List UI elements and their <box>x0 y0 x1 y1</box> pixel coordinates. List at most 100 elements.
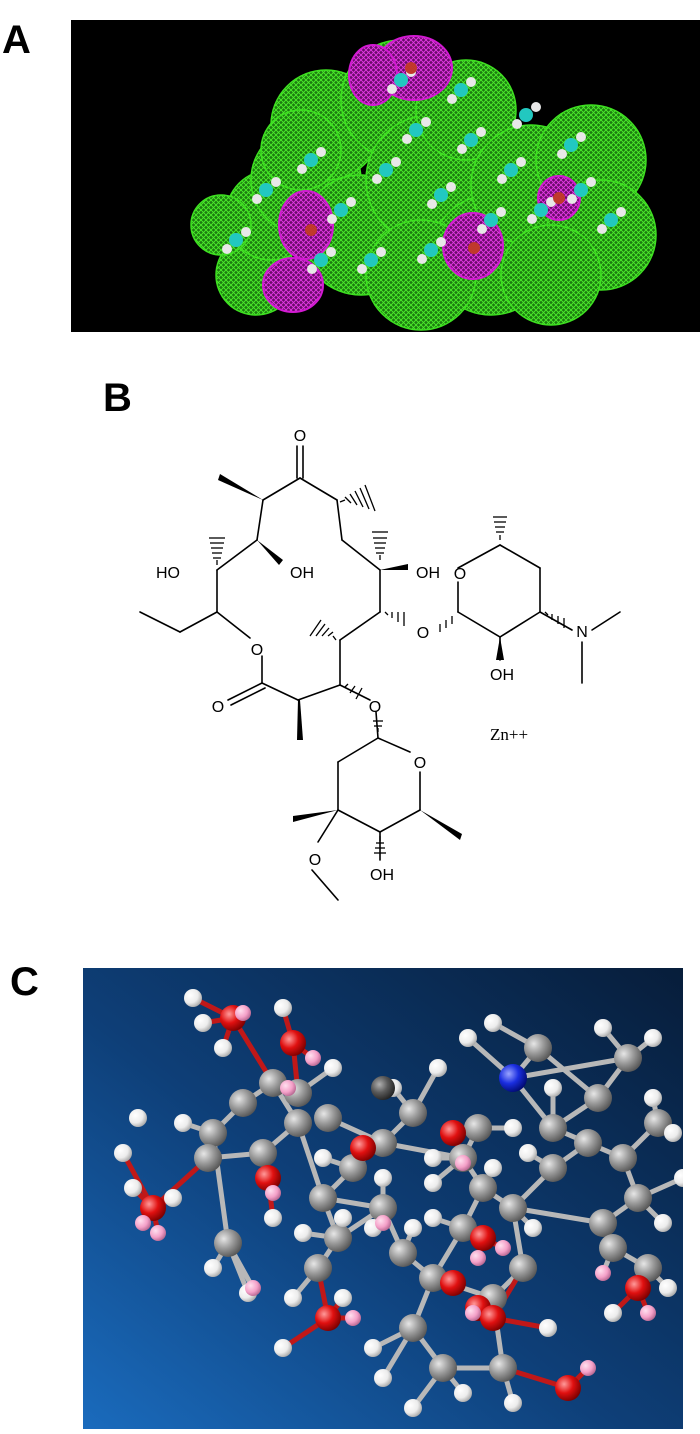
atom-bond <box>510 1055 631 1081</box>
glycosidic-oxygen-1-label: O <box>417 625 429 642</box>
hydrogen-atom <box>214 1039 232 1057</box>
hydrogen-atom <box>274 999 292 1017</box>
surface-hydrogen-atom <box>326 247 336 257</box>
polar-hydrogen-atom <box>470 1250 486 1266</box>
lactone-ring-oxygen-label: O <box>251 642 263 659</box>
carbon-atom <box>369 1129 397 1157</box>
hydrogen-atom <box>264 1209 282 1227</box>
polar-hydrogen-atom <box>345 1310 361 1326</box>
surface-hydrogen-atom <box>357 264 367 274</box>
hydrogen-atom <box>544 1079 562 1097</box>
hydrogen-atom <box>124 1179 142 1197</box>
carbon-atom <box>324 1224 352 1252</box>
lactone-carbonyl-oxygen-label: O <box>212 699 224 716</box>
surface-hydrogen-atom <box>447 94 457 104</box>
carbon-atom <box>469 1174 497 1202</box>
carbon-atom <box>429 1354 457 1382</box>
surface-hydrogen-atom <box>241 227 251 237</box>
carbon-atom <box>614 1044 642 1072</box>
panel-label-a: A <box>2 18 31 62</box>
carbon-atom <box>399 1099 427 1127</box>
sugar2-hydroxyl-label: OH <box>370 867 394 884</box>
surface-oxygen-atom <box>405 62 417 74</box>
surface-hydrogen-atom <box>597 224 607 234</box>
polar-hydrogen-atom <box>640 1305 656 1321</box>
surface-hydrogen-atom <box>316 147 326 157</box>
hydrogen-atom <box>324 1059 342 1077</box>
carbon-atom <box>489 1354 517 1382</box>
surface-hydrogen-atom <box>497 174 507 184</box>
hydrogen-atom <box>484 1159 502 1177</box>
model-atoms <box>114 989 692 1417</box>
surface-carbon-atom <box>424 243 438 257</box>
carbon-atom <box>524 1034 552 1062</box>
polar-hydrogen-atom <box>135 1215 151 1231</box>
surface-hydrogen-atom <box>376 247 386 257</box>
polar-hydrogen-atom <box>495 1240 511 1256</box>
carbon-atom <box>389 1239 417 1267</box>
carbon-atom <box>539 1154 567 1182</box>
hydroxyl-right-label: OH <box>416 565 440 582</box>
polar-hydrogen-atom <box>305 1050 321 1066</box>
hydrogen-atom <box>459 1029 477 1047</box>
hydrogen-atom <box>664 1124 682 1142</box>
surface-hydrogen-atom <box>531 102 541 112</box>
surface-hydrogen-atom <box>457 144 467 154</box>
carbon-atom <box>259 1069 287 1097</box>
carbon-atom <box>214 1229 242 1257</box>
carbon-atom <box>229 1089 257 1117</box>
surface-hydrogen-atom <box>466 77 476 87</box>
surface-hydrogen-atom <box>512 119 522 129</box>
surface-hydrogen-atom <box>516 157 526 167</box>
ball-and-stick-model <box>83 968 692 1429</box>
oxygen-atom <box>555 1375 581 1401</box>
hydrogen-atom <box>424 1174 442 1192</box>
oxygen-atom <box>140 1195 166 1221</box>
carbon-atom <box>419 1264 447 1292</box>
polar-hydrogen-atom <box>580 1360 596 1376</box>
molecular-surface-image <box>71 20 700 332</box>
surface-patch <box>190 194 252 256</box>
oxygen-atom <box>440 1120 466 1146</box>
surface-carbon-atom <box>314 253 328 267</box>
surface-hydrogen-atom <box>527 214 537 224</box>
carbon-atom <box>309 1184 337 1212</box>
hydrogen-atom <box>314 1149 332 1167</box>
oxygen-atom <box>480 1305 506 1331</box>
oxygen-atom <box>255 1165 281 1191</box>
carbon-atom <box>599 1234 627 1262</box>
polar-hydrogen-atom <box>375 1215 391 1231</box>
hydrogen-atom <box>374 1369 392 1387</box>
surface-hydrogen-atom <box>271 177 281 187</box>
carbon-atom <box>339 1154 367 1182</box>
hydrogen-atom <box>284 1289 302 1307</box>
zinc-atom <box>371 1076 395 1100</box>
hydrogen-atom <box>184 989 202 1007</box>
surface-hydrogen-atom <box>297 164 307 174</box>
carbon-atom <box>464 1114 492 1142</box>
hydrogen-atom <box>524 1219 542 1237</box>
surface-hydrogen-atom <box>496 207 506 217</box>
surface-patch <box>500 224 602 326</box>
surface-carbon-atom <box>434 188 448 202</box>
surface-hydrogen-atom <box>252 194 262 204</box>
oxygen-atom <box>350 1135 376 1161</box>
carbon-atom <box>449 1214 477 1242</box>
hydrogen-atom <box>594 1019 612 1037</box>
carbon-atom <box>194 1144 222 1172</box>
surface-carbon-atom <box>409 123 423 137</box>
surface-hydrogen-atom <box>421 117 431 127</box>
surface-carbon-atom <box>259 183 273 197</box>
hydrogen-atom <box>364 1339 382 1357</box>
hydrogen-atom <box>504 1394 522 1412</box>
carbon-atom <box>314 1104 342 1132</box>
surface-carbon-atom <box>394 73 408 87</box>
zinc-ion-label: Zn++ <box>490 725 528 744</box>
surface-carbon-atom <box>304 153 318 167</box>
oxygen-atom <box>470 1225 496 1251</box>
nitrogen-atom <box>499 1064 527 1092</box>
hydrogen-atom <box>454 1384 472 1402</box>
surface-hydrogen-atom <box>436 237 446 247</box>
sugar1-ring-oxygen-label: O <box>454 566 466 583</box>
carbon-atom <box>284 1109 312 1137</box>
